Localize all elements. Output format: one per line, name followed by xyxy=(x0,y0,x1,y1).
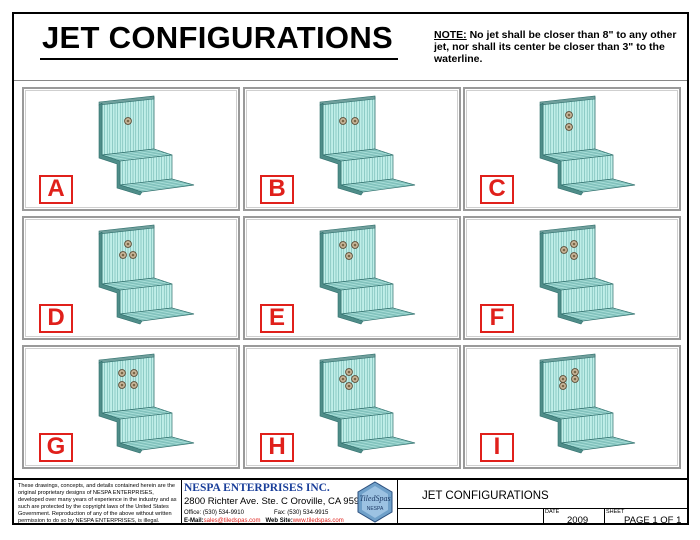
configuration-panel-i: I xyxy=(463,345,681,469)
web-label: Web Site: xyxy=(265,518,293,524)
jet-nozzle xyxy=(341,243,345,247)
jet-nozzle xyxy=(126,242,130,246)
jet-nozzle xyxy=(567,125,571,129)
office-phone: Office: (530) 534-9910 xyxy=(184,510,244,516)
jet-nozzle xyxy=(573,370,577,374)
note-text: No jet shall be closer than 8" to any ot… xyxy=(434,29,677,65)
configuration-panel-a: A xyxy=(22,87,240,211)
jet-nozzle xyxy=(131,253,135,257)
spa-step-drawing xyxy=(98,95,195,196)
logo-subtext: NESPA xyxy=(367,506,384,512)
jet-nozzle xyxy=(353,377,357,381)
phone-numbers: Office: (530) 534-9910 Fax: (530) 534-991… xyxy=(184,510,328,516)
jet-nozzle xyxy=(353,119,357,123)
website-link[interactable]: www.tiledspas.com xyxy=(292,518,344,524)
jet-nozzle xyxy=(573,377,577,381)
configuration-panel-g: G xyxy=(22,345,240,469)
spa-step-drawing xyxy=(98,353,195,454)
configuration-panel-e: E xyxy=(243,216,461,340)
jet-nozzle xyxy=(561,384,565,388)
jet-nozzle xyxy=(132,371,136,375)
configuration-panel-f: F xyxy=(463,216,681,340)
jet-nozzle xyxy=(347,254,351,258)
configuration-letter: A xyxy=(39,175,73,204)
jet-nozzle xyxy=(120,383,124,387)
jet-nozzle xyxy=(121,253,125,257)
jet-nozzle xyxy=(341,377,345,381)
copyright-notice: These drawings, concepts, and details co… xyxy=(18,483,177,525)
configuration-letter: D xyxy=(39,304,73,333)
spa-step-drawing xyxy=(539,224,636,325)
tiledspas-logo: TiledSpas NESPA xyxy=(355,481,395,523)
configuration-letter: E xyxy=(260,304,294,333)
configuration-letter: G xyxy=(39,433,73,462)
contact-links: E-Mail:sales@tiledspas.com Web Site:www.… xyxy=(184,518,344,524)
configuration-panel-b: B xyxy=(243,87,461,211)
drawing-sheet: JET CONFIGURATIONS NOTE: No jet shall be… xyxy=(12,12,689,526)
note: NOTE: No jet shall be closer than 8" to … xyxy=(434,29,686,65)
jet-nozzle xyxy=(562,248,566,252)
jet-nozzle xyxy=(132,383,136,387)
drawing-title: JET CONFIGURATIONS xyxy=(422,490,549,502)
email-link[interactable]: sales@tiledspas.com xyxy=(203,518,261,524)
jet-nozzle xyxy=(572,242,576,246)
jet-nozzle xyxy=(347,370,351,374)
spa-step-drawing xyxy=(319,95,416,196)
jet-nozzle xyxy=(567,113,571,117)
configuration-letter: C xyxy=(480,175,514,204)
jet-nozzle xyxy=(347,384,351,388)
spa-step-drawing xyxy=(319,353,416,454)
configuration-letter: I xyxy=(480,433,514,462)
spa-step-drawing xyxy=(319,224,416,325)
page-title: JET CONFIGURATIONS xyxy=(42,20,394,55)
jet-nozzle xyxy=(126,119,130,123)
date-value: 2009 xyxy=(567,515,589,526)
spa-step-drawing xyxy=(539,95,636,196)
title-underline xyxy=(40,58,398,60)
configuration-panel-h: H xyxy=(243,345,461,469)
logo-text: TiledSpas xyxy=(359,494,390,503)
configuration-letter: H xyxy=(260,433,294,462)
note-label: NOTE: xyxy=(434,29,467,41)
configuration-panel-c: C xyxy=(463,87,681,211)
spa-step-drawing xyxy=(539,353,636,454)
jet-nozzle xyxy=(572,254,576,258)
jet-nozzle xyxy=(120,371,124,375)
date-label: DATE xyxy=(545,509,560,515)
configuration-panel-d: D xyxy=(22,216,240,340)
jet-nozzle xyxy=(353,243,357,247)
configuration-letter: B xyxy=(260,175,294,204)
sheet-value: PAGE 1 OF 1 xyxy=(624,515,682,526)
jet-nozzle xyxy=(561,377,565,381)
spa-step-drawing xyxy=(98,224,195,325)
fax-number: Fax: (530) 534-9915 xyxy=(273,510,329,516)
title-block: These drawings, concepts, and details co… xyxy=(14,478,687,526)
sheet-label: SHEET xyxy=(606,509,625,515)
jet-nozzle xyxy=(341,119,345,123)
company-name: NESPA ENTERPRISES INC. xyxy=(184,482,330,494)
configuration-grid: A B C D E F G H I xyxy=(14,80,687,472)
configuration-letter: F xyxy=(480,304,514,333)
email-label: E-Mail: xyxy=(184,518,204,524)
company-address: 2800 Richter Ave. Ste. C Oroville, CA 95… xyxy=(184,496,370,507)
